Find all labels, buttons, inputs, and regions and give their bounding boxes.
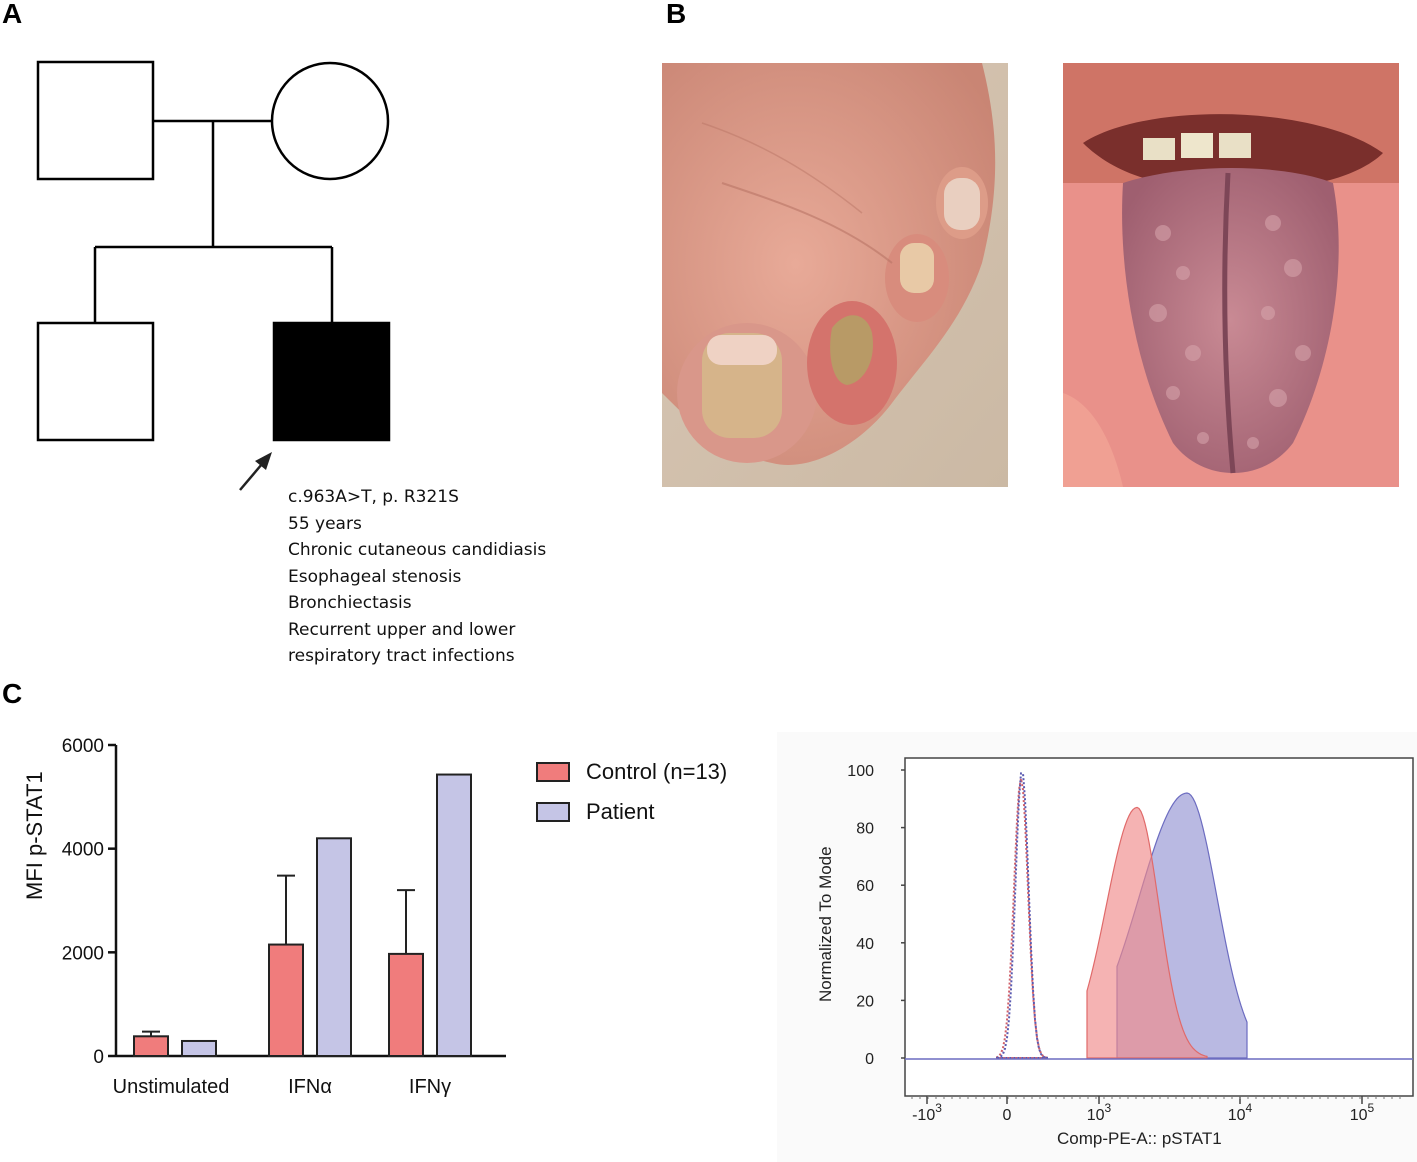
proband-symbol [272, 321, 391, 442]
bar-category-label: IFNα [288, 1076, 332, 1098]
bar-y-tick-label: 4000 [62, 840, 104, 861]
panel-label-c: C [2, 678, 23, 709]
histogram-x-label: Comp-PE-A:: pSTAT1 [1057, 1129, 1222, 1148]
histogram-y-tick-label: 60 [856, 878, 874, 895]
note-age: 55 years [288, 513, 362, 534]
legend-label-control: Control (n=13) [586, 759, 728, 784]
bar-y-tick-label: 0 [93, 1047, 104, 1068]
bar-control [133, 1035, 169, 1058]
note-bronchiectasis: Bronchiectasis [288, 593, 412, 613]
legend-label-patient: Patient [586, 799, 655, 824]
note-candidiasis: Chronic cutaneous candidiasis [288, 540, 547, 560]
histogram-x-tick-label: 103 [1087, 1101, 1112, 1124]
bar-chart: MFI p-STAT1 0 2000 4000 6000 Unstimulated IF… [22, 736, 506, 1098]
histogram-chart: Normalized To Mode Comp-PE-A:: pSTAT1 0 2… [777, 732, 1417, 1162]
histogram-x-tick-label: -103 [912, 1101, 942, 1124]
bar-control [388, 952, 424, 1057]
bar-y-tick-label: 6000 [62, 736, 104, 757]
tongue-photo [1063, 63, 1399, 487]
histogram-x-tick-label: 0 [1003, 1107, 1012, 1124]
proband-arrow [239, 452, 272, 491]
histogram-control-stimulated [1086, 806, 1208, 1059]
histogram-y-tick-label: 20 [856, 993, 874, 1010]
note-infections-2: respiratory tract infections [288, 646, 515, 666]
toe-nail-photo [662, 63, 1008, 487]
histogram-y-tick-label: 0 [865, 1051, 874, 1068]
legend-item-control: Control (n=13) [536, 752, 727, 792]
note-stenosis: Esophageal stenosis [288, 566, 462, 587]
bar-category-label: Unstimulated [113, 1076, 230, 1098]
bar-chart-y-label: MFI p-STAT1 [22, 771, 47, 900]
panel-label-b: B [666, 0, 687, 29]
legend-swatch-patient [536, 802, 570, 822]
histogram-y-tick-label: 100 [847, 763, 874, 780]
bar-patient [181, 1039, 217, 1057]
histogram-x-tick-label: 104 [1228, 1101, 1253, 1124]
sibling-symbol [36, 321, 155, 442]
histogram-y-label: Normalized To Mode [816, 846, 835, 1002]
legend-item-patient: Patient [536, 792, 727, 832]
bar-chart-legend: Control (n=13) Patient [536, 752, 727, 832]
histogram-control-unstimulated [996, 778, 1048, 1059]
note-mutation: c.963A>T, p. R321S [288, 487, 459, 507]
note-infections-1: Recurrent upper and lower [288, 619, 516, 640]
bar-y-tick-label: 2000 [62, 943, 104, 964]
bar-category-label: IFNγ [409, 1076, 451, 1098]
histogram-y-tick-label: 40 [856, 936, 874, 953]
panel-label-a: A [2, 0, 23, 29]
bar-patient [436, 773, 472, 1057]
bar-control [268, 943, 304, 1057]
legend-swatch-control [536, 762, 570, 782]
bar-patient [316, 837, 352, 1057]
histogram-x-tick-label: 105 [1350, 1101, 1375, 1124]
proband-notes: c.963A>T, p. R321S 55 years Chronic cuta… [288, 484, 546, 670]
father-symbol [36, 60, 155, 181]
pedigree-diagram [36, 60, 391, 491]
mother-symbol [270, 61, 390, 181]
histogram-y-tick-label: 80 [856, 821, 874, 838]
histogram-patient-unstimulated [996, 772, 1048, 1059]
